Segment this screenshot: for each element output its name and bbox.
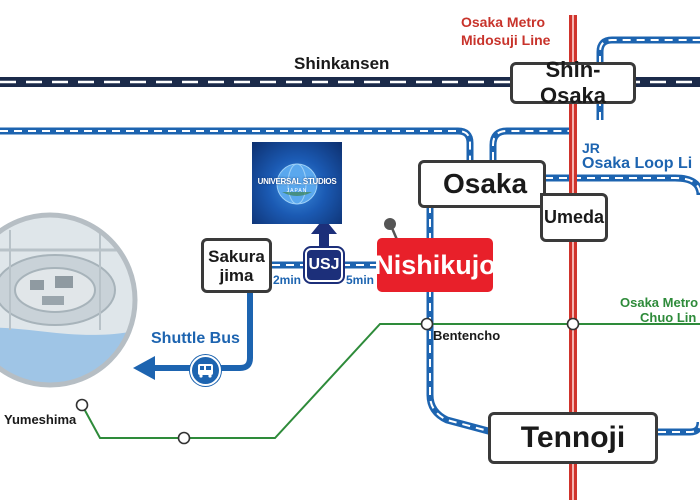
umeda-label: Umeda (543, 207, 605, 227)
shinkansen-label: Shinkansen (294, 54, 390, 73)
osaka-loop-line (0, 36, 700, 436)
chuo-label-line2: Chuo Lin (640, 310, 697, 325)
sakurajima-station[interactable]: Sakura jima (201, 238, 272, 293)
chuo-intermediate-dot (177, 431, 191, 445)
shin-osaka-station[interactable]: Shin-Osaka (510, 57, 636, 108)
chuo-line-dot (566, 317, 580, 331)
loop-label-line2: Osaka Loop Li (582, 155, 693, 172)
shuttle-route (133, 292, 253, 380)
nishikujo-station[interactable]: Nishikujo (374, 238, 496, 292)
sakurajima-usj-time: 2min (273, 273, 302, 287)
usj-label: USJ (308, 256, 340, 273)
universal-studios-logo: UNIVERSAL STUDIOS JAPAN (252, 142, 342, 224)
sakurajima-label-line2: jima (219, 265, 254, 285)
yumeshima-dot (75, 398, 89, 412)
yumeshima-label: Yumeshima (4, 412, 77, 427)
usj-arrow (311, 218, 337, 254)
bentencho-label: Bentencho (433, 328, 501, 343)
nishikujo-label: Nishikujo (374, 249, 496, 280)
tennoji-station[interactable]: Tennoji (488, 412, 658, 464)
osaka-station[interactable]: Osaka (418, 160, 546, 208)
usj-nishikujo-time: 5min (346, 273, 375, 287)
chuo-label-line1: Osaka Metro (620, 295, 699, 310)
sakurajima-label-line1: Sakura (208, 246, 265, 266)
bentencho-dot (420, 317, 434, 331)
chuo-line (81, 323, 700, 439)
osaka-label: Osaka (443, 168, 528, 199)
midosuji-label-line1: Osaka Metro (461, 14, 546, 30)
yumeshima-inset (0, 212, 138, 388)
shuttle-bus-label: Shuttle Bus (151, 330, 240, 347)
bus-icon (190, 355, 221, 386)
shin-osaka-label: Shin-Osaka (539, 57, 607, 108)
loop-label-line1: JR (582, 140, 600, 156)
logo-text-line2: JAPAN (286, 188, 308, 194)
logo-text-line1: UNIVERSAL STUDIOS (257, 177, 337, 186)
tennoji-label: Tennoji (520, 421, 626, 454)
umeda-station[interactable]: Umeda (540, 193, 608, 242)
midosuji-label-line2: Midosuji Line (461, 32, 551, 48)
usj-station[interactable]: USJ (305, 248, 343, 282)
